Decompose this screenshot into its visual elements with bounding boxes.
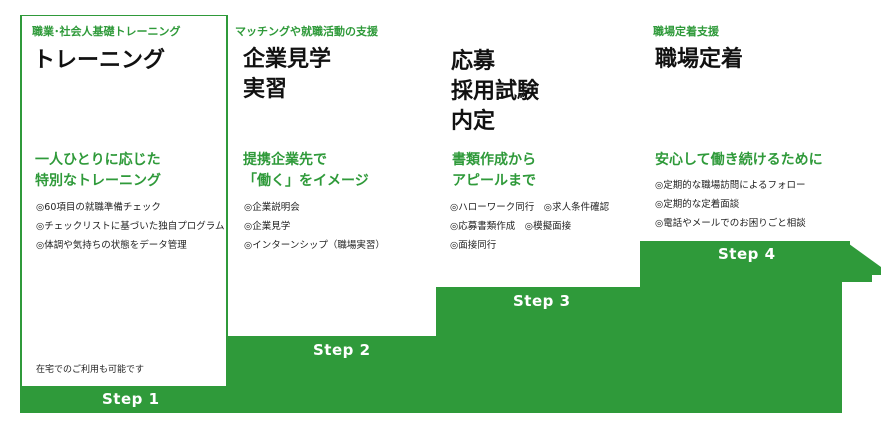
step4-top-label: 職場定着支援 [653,25,719,38]
step4-label: Step 4 [718,245,776,263]
step1-subhead-line-1: 一人ひとりに応じた [35,152,161,168]
step3-subhead: 書類作成から アピールまで [452,150,536,192]
step3-item-list: ◎ハローワーク同行 ◎求人条件確認 ◎応募書類作成 ◎模擬面接 ◎面接同行 [450,198,609,255]
list-item: ◎定期的な職場訪問によるフォロー [655,180,806,191]
step4-platform-extension [640,241,850,267]
step2-item-list: ◎企業説明会 ◎企業見学 ◎インターンシップ（職場実習） [244,198,385,255]
step3-subhead-line-2: アピールまで [452,173,536,189]
step3-title-line-3: 内定 [451,107,508,137]
step1-top-label: 職業･社会人基礎トレーニング [32,25,181,38]
list-item: ◎インターンシップ（職場実習） [244,240,385,251]
step3-panel [438,48,638,287]
list-item: ◎面接同行 [450,240,497,251]
step3-title: 応募 採用試験 内定 [451,47,569,137]
step2-subhead-line-1: 提携企業先で [243,152,327,168]
step1-subhead-line-2: 特別なトレーニング [35,173,161,189]
step4-panel [642,16,842,241]
list-item: ◎ハローワーク同行 ◎求人条件確認 [450,202,610,213]
step1-label: Step 1 [102,390,160,408]
step3-title-line-1: 応募 [451,47,508,77]
list-item: ◎チェックリストに基づいた独自プログラム [36,221,225,232]
step1-note: 在宅でのご利用も可能です [36,365,145,375]
list-item: ◎電話やメールでのお困りごと相談 [655,218,806,229]
list-item: ◎体調や気持ちの状態をデータ管理 [36,240,187,251]
step2-label: Step 2 [313,341,371,359]
step4-item-list: ◎定期的な職場訪問によるフォロー ◎定期的な定着面談 ◎電話やメールでのお困りご… [655,176,806,233]
list-item: ◎60項目の就職準備チェック [36,202,161,213]
step2-title: 企業見学 実習 [243,45,357,105]
step3-title-line-2: 採用試験 [451,77,552,107]
step1-item-list: ◎60項目の就職準備チェック ◎チェックリストに基づいた独自プログラム ◎体調や… [36,198,225,255]
step4-subhead: 安心して働き続けるために [655,150,823,171]
step3-label: Step 3 [513,292,571,310]
step2-subhead: 提携企業先で 「働く」をイメージ [243,150,369,192]
step4-title-line-1: 職場定着 [655,45,756,75]
step2-title-line-2: 実習 [243,75,300,105]
step1-panel [22,16,226,386]
step4-subhead-line-1: 安心して働き続けるために [655,152,823,168]
step1-subhead: 一人ひとりに応じた 特別なトレーニング [35,150,161,192]
staircase-shape [20,15,881,413]
step3-subhead-line-1: 書類作成から [452,152,536,168]
step1-title-line-1: トレーニング [33,46,178,76]
step1-title: トレーニング [33,46,178,76]
step4-title: 職場定着 [655,45,773,75]
step2-top-label: マッチングや就職活動の支援 [235,25,378,38]
step2-title-line-1: 企業見学 [243,45,344,75]
list-item: ◎応募書類作成 ◎模擬面接 [450,221,572,232]
list-item: ◎定期的な定着面談 [655,199,740,210]
list-item: ◎企業見学 [244,221,291,232]
step2-subhead-line-2: 「働く」をイメージ [243,173,369,189]
list-item: ◎企業説明会 [244,202,300,213]
